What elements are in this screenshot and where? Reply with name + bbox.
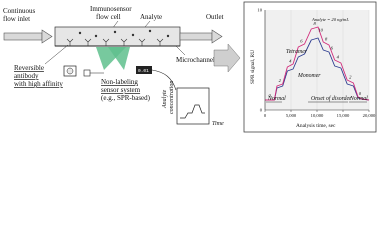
x-tick-label: 15,000 <box>337 113 350 119</box>
reversible-antibody-line1: Reversible <box>14 64 44 72</box>
step-label: 2 <box>279 78 282 83</box>
step-label: 8 <box>314 21 317 26</box>
flow-cell-label-line2: flow cell <box>96 13 121 21</box>
step-label: 2 <box>349 75 352 80</box>
flow-cell-label-line1: Immunosensor <box>90 5 132 13</box>
sensor-hardware: 0.01 <box>63 65 152 77</box>
analyte-label: Analyte <box>140 13 162 21</box>
nonlabeling-line3: (e.g., SPR-based) <box>101 94 151 102</box>
outlet-arrow <box>179 29 223 44</box>
region-onset: Onset of disorder <box>311 95 352 102</box>
inlet-arrow <box>3 29 53 44</box>
x-tick-label: 20,000 <box>363 113 376 119</box>
x-tick-label: 0 <box>264 113 267 118</box>
spr-light-beam <box>96 47 130 70</box>
nonlabeling-line1: Non-labeling <box>101 78 138 86</box>
x-tick-label: 5,000 <box>286 113 297 119</box>
step-label: 0 <box>269 93 272 98</box>
inset-concentration-graph <box>176 87 210 125</box>
figure: Continuous flow inlet Immunosensor flow … <box>3 1 377 133</box>
analyte-dots <box>78 29 170 38</box>
step-label: 0 <box>359 91 362 96</box>
tick-labels: 0 5,000 10,000 15,000 20,000 0 10 <box>257 8 376 119</box>
microchannel-label: Microchannel <box>176 56 215 64</box>
analyte-annotation: Analyte = 20 ng/mL <box>311 17 349 22</box>
antibody-icons <box>66 38 164 46</box>
schematic-panel: Continuous flow inlet Immunosensor flow … <box>3 5 241 127</box>
series-layer <box>265 26 370 101</box>
reversible-antibody-line3: with high affinity <box>14 80 63 88</box>
outlet-label: Outlet <box>206 13 224 21</box>
step-label: 4 <box>289 59 292 64</box>
nonlabeling-line2: sensor system <box>101 86 141 94</box>
step-label: 10 <box>318 28 323 33</box>
region-monomer: Monomer <box>297 73 321 79</box>
region-tetramer: Tetramer <box>286 49 308 55</box>
x-axis-title: Analysis time, sec <box>296 123 336 129</box>
chart-panel: 0 5,000 10,000 15,000 20,000 0 10 Analysis tim… <box>243 1 377 133</box>
step-label: 4 <box>337 55 340 60</box>
transition-arrow <box>213 43 241 73</box>
y-axis-title: SPR signal, RU <box>250 50 256 84</box>
series-line-1 <box>265 37 370 101</box>
inset-ylabel-line1: Analyte <box>162 89 168 109</box>
region-normal-left: Normal <box>267 96 286 102</box>
step-label: 6 <box>331 46 334 51</box>
step-label: 6 <box>300 39 303 44</box>
inset-ylabel-line2: concentration <box>169 81 175 114</box>
region-normal-right: Normal <box>349 96 368 102</box>
inlet-label-line1: Continuous <box>3 7 36 15</box>
inlet-label-line2: flow inlet <box>3 15 30 23</box>
y-tick-label: 0 <box>260 108 263 113</box>
y-tick-label: 10 <box>257 8 262 13</box>
reversible-antibody-line2: antibody <box>14 72 39 80</box>
sensor-display-icon: 0.01 <box>138 68 149 74</box>
flow-cell <box>54 26 181 47</box>
inset-xlabel: Time <box>212 121 224 127</box>
x-tick-label: 10,000 <box>311 113 324 119</box>
series-line-2 <box>265 26 370 101</box>
step-label: 8 <box>325 37 328 42</box>
